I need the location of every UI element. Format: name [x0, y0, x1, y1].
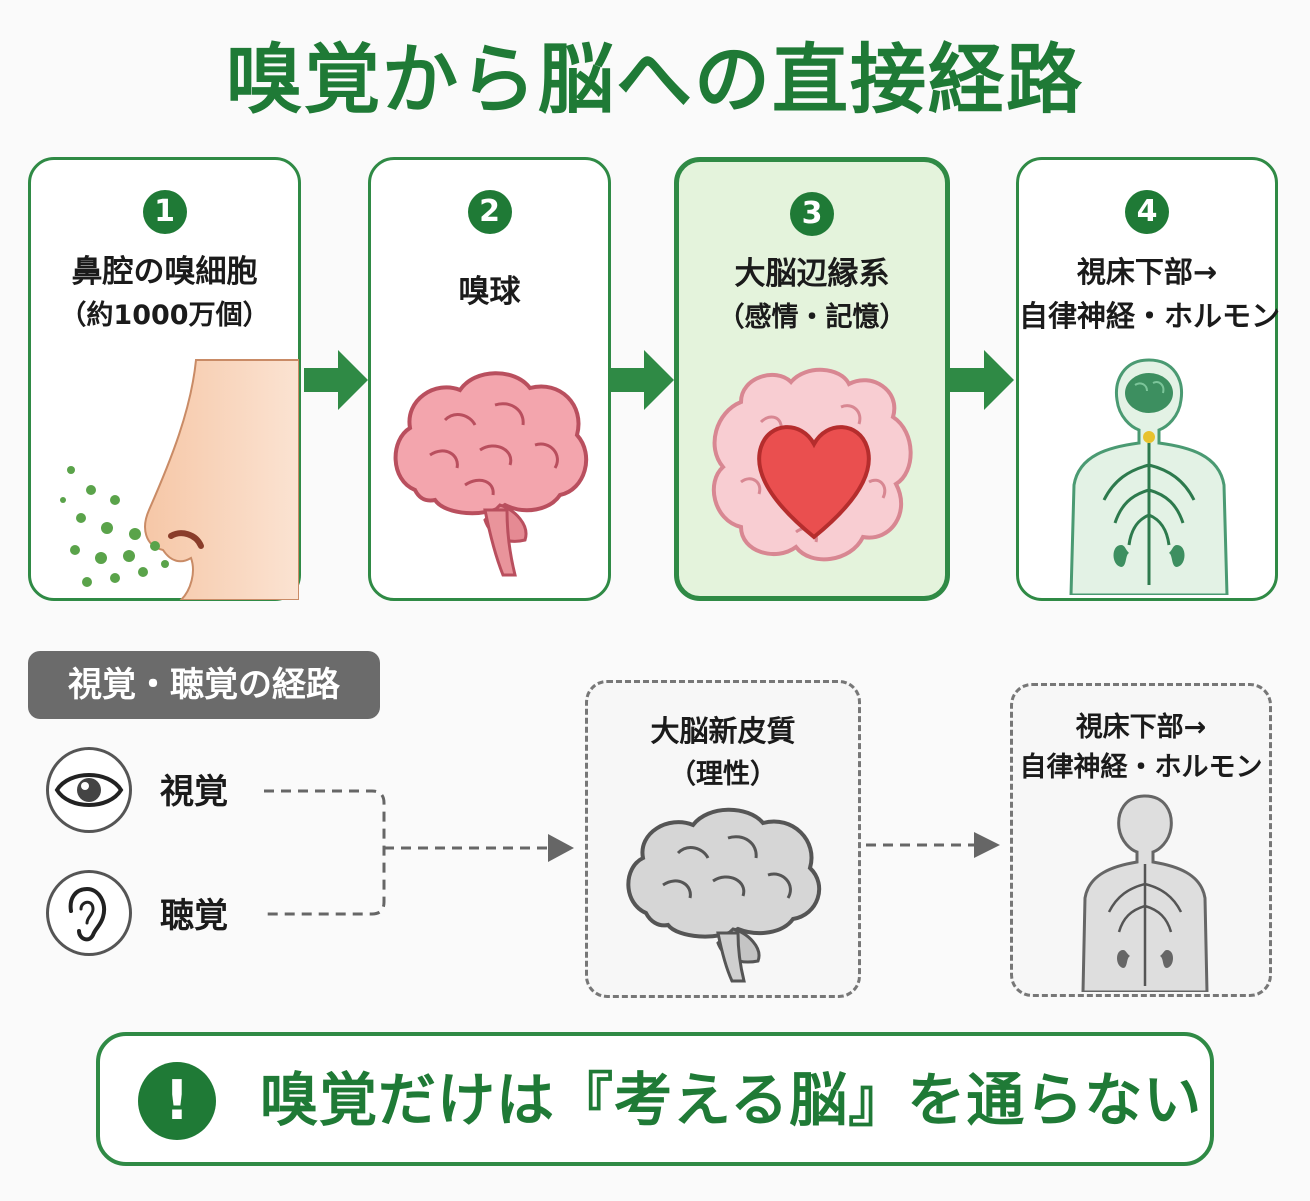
limbic-heart-icon [711, 367, 913, 562]
cortex-sub: （理性） [669, 759, 777, 790]
step-title-2: 嗅球 [458, 274, 521, 310]
brain-icon [393, 371, 588, 577]
sense-visual-label: 視覚 [160, 772, 228, 812]
step-number-3: 3 [790, 192, 834, 236]
dashed-arrow [866, 832, 1000, 858]
step-title-3: 大脳辺縁系 [734, 256, 890, 292]
cortex-title: 大脳新皮質 [650, 714, 796, 748]
step-number-1: 1 [142, 190, 187, 234]
cortex-brain-icon [626, 807, 821, 983]
hypo-sub: 自律神経・ホルモン [1019, 752, 1263, 783]
exclamation-icon: ! [138, 1062, 216, 1140]
eye-icon [54, 773, 124, 807]
ear-icon-circle [46, 870, 132, 956]
sense-auditory-label: 聴覚 [160, 896, 228, 936]
step-sub-3: （感情・記憶） [717, 302, 907, 333]
step-sub-4: 自律神経・ホルモン [1019, 299, 1281, 333]
ear-icon [68, 886, 106, 942]
step-title-1: 鼻腔の嗅細胞 [71, 254, 258, 290]
step-card-1: 1 鼻腔の嗅細胞 （約1000万個） [28, 157, 301, 601]
arrow-icon [610, 350, 674, 410]
step-number-2: 2 [467, 190, 512, 234]
key-message-box: ! 嗅覚だけは『考える脳』を通らない [96, 1032, 1214, 1166]
eye-icon-circle [46, 747, 132, 833]
page-title: 嗅覚から脳への直接経路 [226, 35, 1084, 124]
hypo-title: 視床下部→ [1075, 712, 1207, 743]
dashed-connector [264, 789, 574, 916]
step-card-4: 4 視床下部→ 自律神経・ホルモン [1016, 157, 1281, 601]
key-message-text: 嗅覚だけは『考える脳』を通らない [260, 1066, 1203, 1134]
hypothalamus-box: 視床下部→ 自律神経・ホルモン [1010, 683, 1272, 997]
step-title-4: 視床下部→ [1076, 255, 1218, 289]
cortex-box: 大脳新皮質 （理性） [585, 680, 861, 998]
step-number-4: 4 [1125, 190, 1169, 234]
step-card-2: 2 嗅球 [368, 157, 611, 601]
step-sub-1: （約1000万個） [59, 300, 270, 331]
nose-icon [60, 359, 299, 600]
arrow-icon [950, 350, 1014, 410]
arrow-icon [304, 350, 368, 410]
body-nerve-icon [1069, 358, 1229, 595]
step-card-3: 3 大脳辺縁系 （感情・記憶） [674, 157, 950, 601]
other-path-label: 視覚・聴覚の経路 [28, 651, 380, 719]
grey-body-icon [1081, 794, 1209, 992]
